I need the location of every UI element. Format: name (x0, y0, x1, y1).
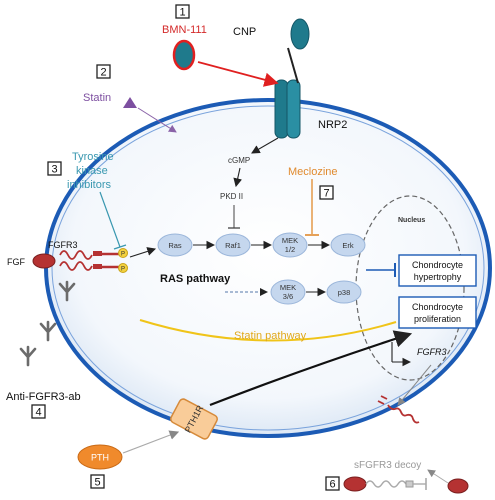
statin-pathway-label: Statin pathway (234, 330, 307, 342)
mek12-node (272, 232, 308, 258)
fgf-ligand (32, 253, 56, 269)
antibody-icons (19, 280, 76, 367)
raf1-node (215, 233, 251, 257)
mek36-label-a: MEK (280, 283, 296, 292)
fgf-label: FGF (7, 257, 25, 267)
bmn111-molecule (172, 39, 196, 71)
decoy-fgf (343, 476, 367, 492)
phospho-p-1: P (121, 252, 125, 258)
pth-label: PTH (91, 453, 109, 463)
erk-label: Erk (342, 241, 354, 250)
anti-fgfr3-ab-label: Anti-FGFR3-ab (6, 391, 81, 403)
mek36-label-b: 3/6 (283, 292, 293, 301)
proliferation-label-a: Chondrocyte (412, 302, 463, 312)
mek12-label-a: MEK (282, 236, 298, 245)
mek36-node (270, 279, 306, 305)
nucleus-label: Nucleus (398, 217, 425, 224)
ras-label: Ras (168, 241, 182, 250)
free-fgf (447, 478, 469, 494)
statin-triangle (123, 97, 137, 108)
bmn111-label: BMN-111 (162, 24, 207, 36)
number-2: 2 (100, 67, 106, 79)
number-5: 5 (94, 477, 100, 489)
pth-ligand (77, 444, 123, 470)
decoy-chain (365, 480, 407, 488)
statin-label: Statin (83, 92, 111, 104)
raf1-label: Raf1 (225, 241, 241, 250)
number-6: 6 (329, 479, 335, 491)
number-7: 7 (323, 188, 329, 200)
fgfr3-label: FGFR3 (48, 240, 78, 250)
tki-label-1: Tyrosine (72, 151, 114, 163)
hypertrophy-box (398, 254, 477, 287)
meclozine-label: Meclozine (288, 166, 338, 178)
hypertrophy-label-b: hypertrophy (414, 272, 462, 282)
proliferation-label-b: proliferation (414, 314, 461, 324)
hypertrophy-label-a: Chondrocyte (412, 260, 463, 270)
cnp-ligand (290, 18, 310, 50)
erk-node (330, 233, 366, 257)
fgfr3-receptor (59, 248, 128, 273)
phospho-p-2: P (121, 267, 125, 273)
nrp2-receptor (274, 79, 301, 139)
mek12-label-b: 1/2 (285, 245, 295, 254)
ras-pathway-label: RAS pathway (160, 273, 231, 285)
fgfr3-gene-label: FGFR3 (417, 347, 447, 357)
pkd-label: PKD II (220, 192, 243, 201)
p38-label: p38 (338, 288, 351, 297)
proliferation-box (398, 296, 477, 329)
cgmp-label: cGMP (228, 156, 250, 165)
pth1r-receptor (170, 398, 218, 440)
number-1: 1 (179, 7, 185, 19)
ras-node (157, 233, 193, 257)
fgfr3-fragment (377, 395, 420, 424)
sfgfr3-decoy-label: sFGFR3 decoy (354, 460, 421, 471)
nrp2-label: NRP2 (318, 119, 347, 131)
tki-label-3: inhibitors (67, 179, 112, 191)
cnp-label: CNP (233, 26, 256, 38)
p38-node (326, 280, 362, 304)
tki-label-2: kinase (76, 165, 108, 177)
statin-pathway-curve (139, 319, 397, 342)
number-4: 4 (35, 407, 41, 419)
number-3: 3 (51, 164, 57, 176)
